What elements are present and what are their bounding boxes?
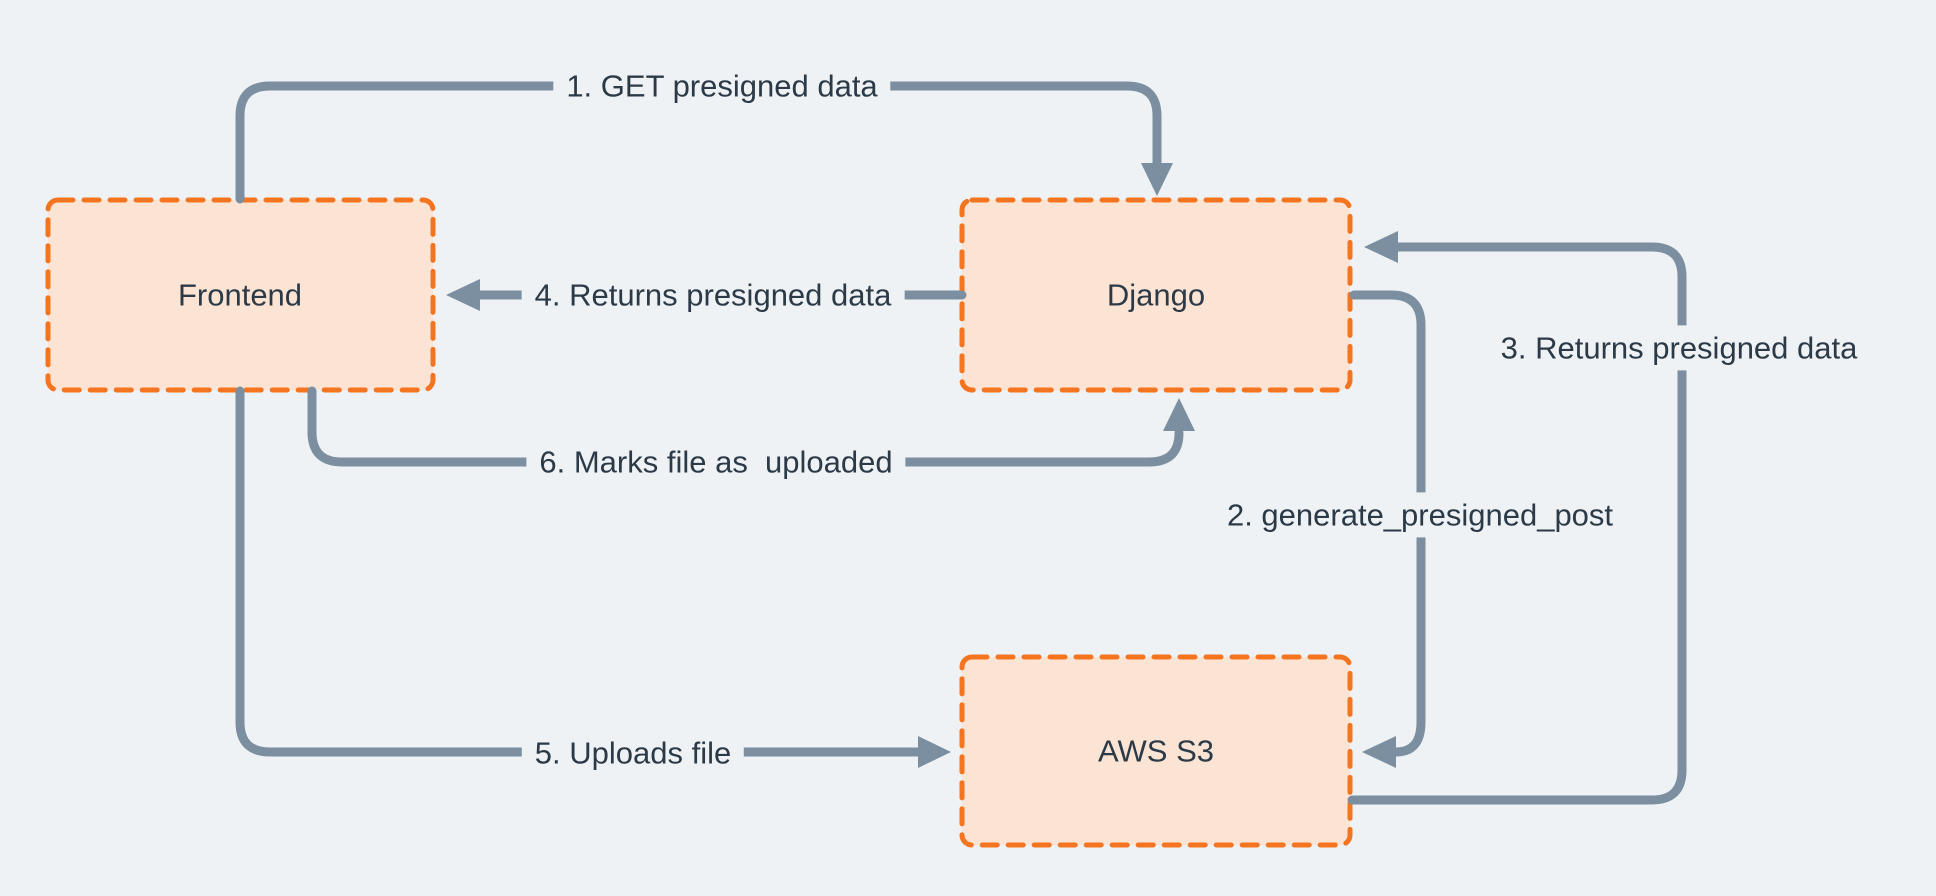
arrowhead-up-icon bbox=[1163, 398, 1195, 431]
edge-label-1: 1. GET presigned data bbox=[553, 63, 891, 109]
arrowhead-right-icon bbox=[918, 736, 951, 768]
edge-label-2: 2. generate_presigned_post bbox=[1213, 492, 1627, 538]
node-aws-s3-box bbox=[959, 654, 1353, 848]
edge-3-returns-presigned-data bbox=[1347, 231, 1687, 805]
node-aws-s3-label: AWS S3 bbox=[1098, 733, 1214, 769]
arrowhead-left-icon bbox=[1364, 231, 1398, 263]
edge-2-generate-presigned-post bbox=[1349, 290, 1426, 768]
edge-6-marks-file-as-uploaded bbox=[307, 386, 1195, 467]
edge-5-uploads-file bbox=[235, 386, 951, 768]
node-django-label: Django bbox=[1106, 277, 1206, 313]
arrowhead-down-icon bbox=[1141, 163, 1173, 196]
arrowhead-left-icon bbox=[1362, 736, 1396, 768]
edge-label-4: 4. Returns presigned data bbox=[521, 272, 905, 318]
edge-label-3: 3. Returns presigned data bbox=[1487, 325, 1871, 371]
edge-label-5: 5. Uploads file bbox=[521, 730, 745, 776]
edge-label-6: 6. Marks file as uploaded bbox=[526, 439, 906, 485]
arrowhead-left-icon bbox=[446, 279, 480, 311]
node-frontend-label: Frontend bbox=[177, 277, 303, 313]
